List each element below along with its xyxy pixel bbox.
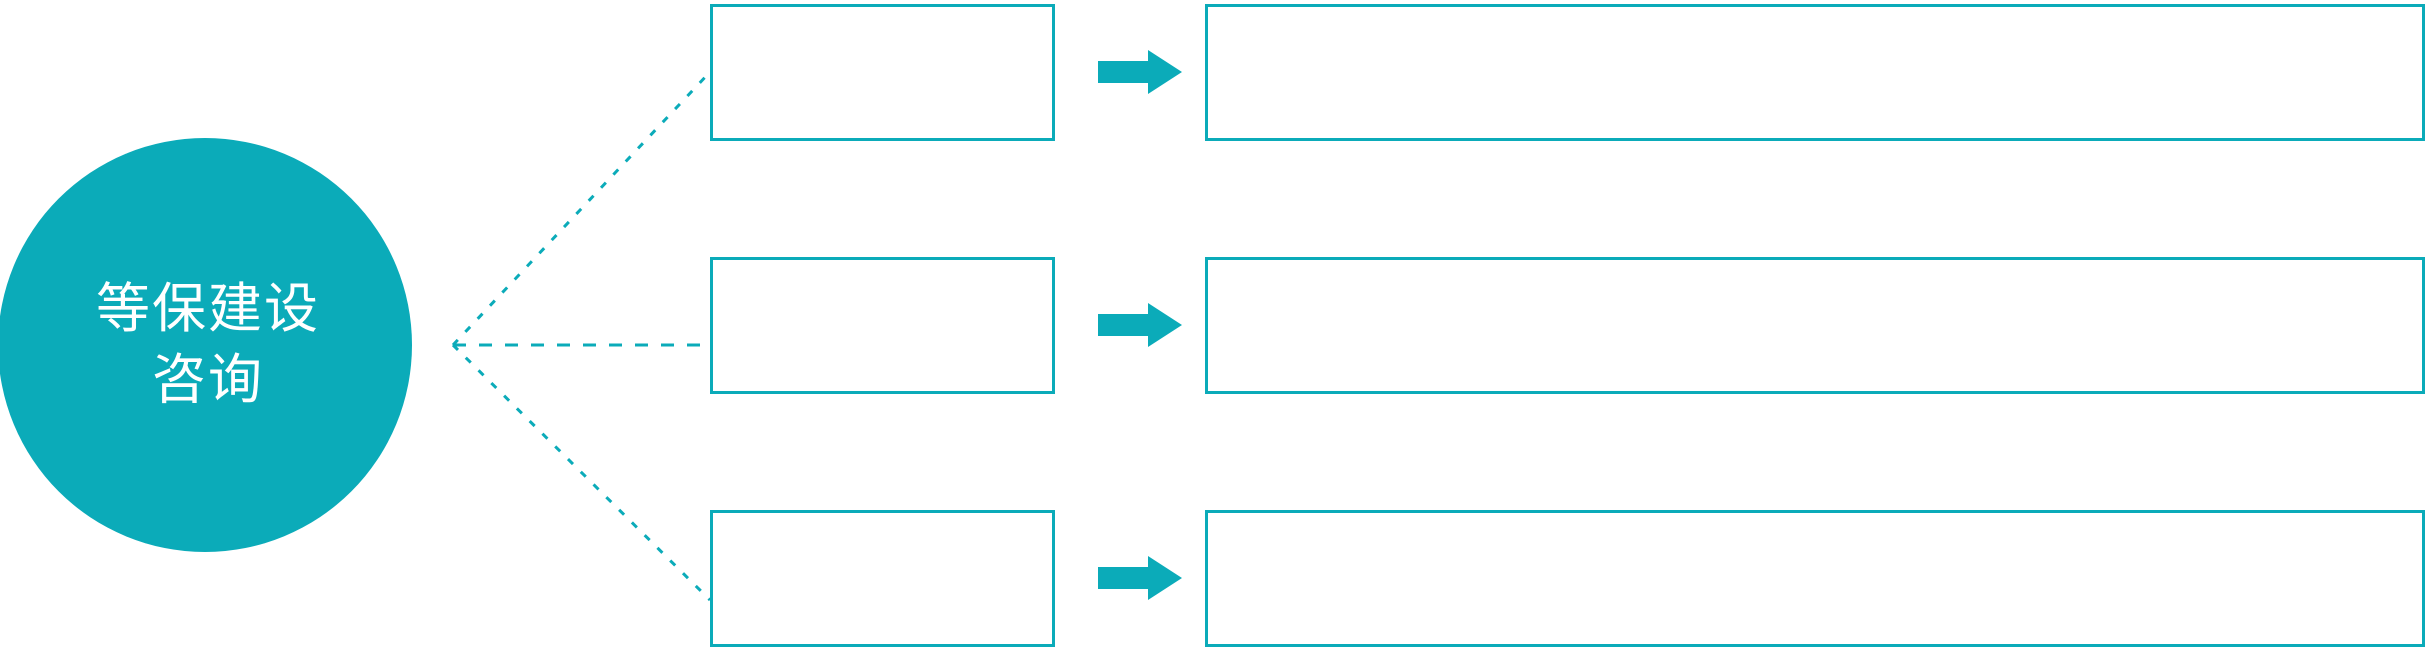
stage-box[interactable]: [710, 257, 1055, 394]
arrow-right-icon: [1098, 556, 1182, 600]
detail-box[interactable]: [1205, 4, 2425, 141]
detail-box[interactable]: [1205, 257, 2425, 394]
detail-box[interactable]: [1205, 510, 2425, 647]
diagram-row: [0, 2, 2434, 142]
hub-label: 等保建设 咨询: [96, 278, 320, 410]
stage-box[interactable]: [710, 510, 1055, 647]
arrow-right-icon: [1098, 50, 1182, 94]
arrow-right-icon: [1098, 303, 1182, 347]
hub-circle[interactable]: 等保建设 咨询: [0, 138, 412, 552]
diagram-row: [0, 508, 2434, 648]
stage-box[interactable]: [710, 4, 1055, 141]
diagram-row: [0, 255, 2434, 395]
